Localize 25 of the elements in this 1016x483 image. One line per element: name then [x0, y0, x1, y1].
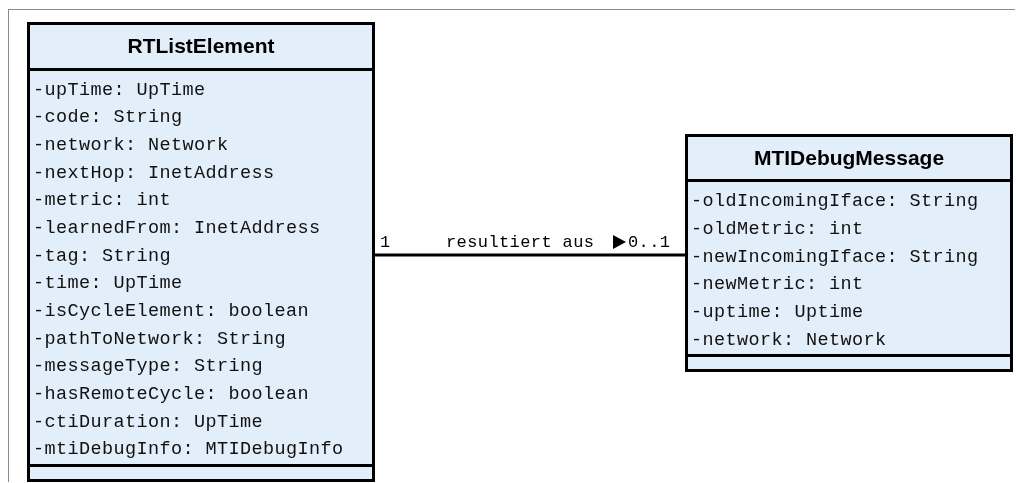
attribute-text: -tag: String	[33, 244, 172, 269]
class-box	[27, 22, 375, 482]
attribute-text: -ctiDuration: UpTime	[33, 410, 264, 435]
attribute-text: -metric: int	[33, 189, 172, 214]
attribute-text: -learnedFrom: InetAddress	[33, 216, 321, 241]
attribute-text: -network: Network	[691, 328, 887, 353]
attribute-text: -pathToNetwork: String	[33, 327, 287, 352]
class-name: RTListElement	[127, 34, 275, 59]
class-name: MTIDebugMessage	[753, 146, 945, 171]
attribute-text: -nextHop: InetAddress	[33, 161, 275, 186]
attribute-text: -isCycleElement: boolean	[33, 300, 310, 324]
attribute-text: -time: UpTime	[33, 272, 183, 297]
attribute-text: -oldMetric: int	[691, 217, 864, 242]
attribute-text: -uptime: Uptime	[691, 300, 864, 325]
class-box	[685, 134, 1013, 372]
attribute-text: -newMetric: int	[691, 273, 864, 298]
attribute-text: -upTime: UpTime	[33, 78, 206, 103]
attribute-text: -oldIncomingIface: String	[691, 190, 979, 215]
attribute-text: -code: String	[33, 106, 183, 131]
attribute-text: -hasRemoteCycle: boolean	[33, 383, 310, 408]
attribute-text: -mtiDebugInfo: MTIDebugInfo	[33, 438, 344, 463]
association-line	[375, 253, 685, 257]
attribute-text: -network: Network	[33, 133, 229, 158]
attribute-text: -messageType: String	[33, 355, 264, 380]
attribute-text: -newIncomingIface: String	[691, 245, 979, 270]
